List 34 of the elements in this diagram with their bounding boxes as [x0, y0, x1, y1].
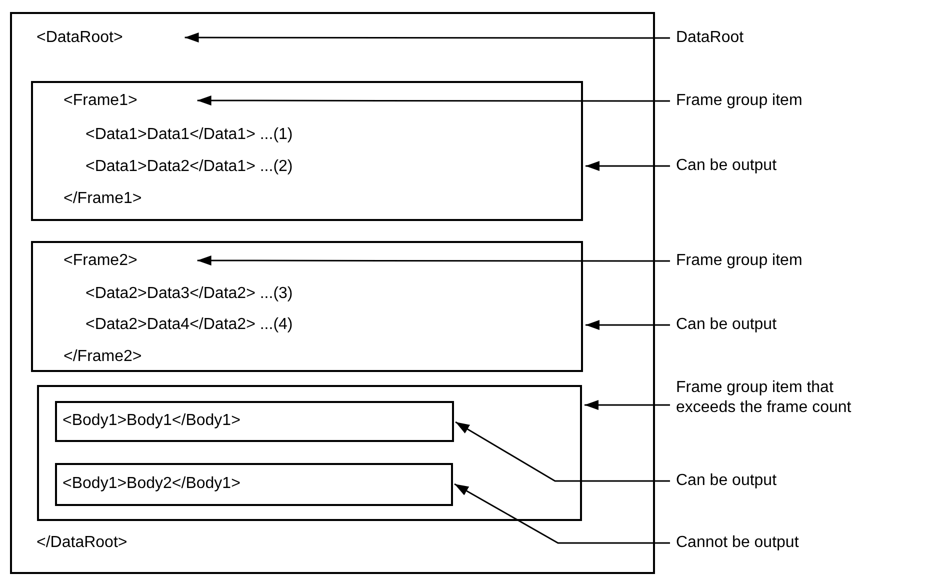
callout-text: Frame group item	[676, 91, 836, 111]
element-text: <Body1>Body1</Body1>	[62, 412, 240, 430]
arrow	[584, 400, 670, 410]
callout-text: Cannot be output	[676, 533, 836, 553]
frame-element-box	[30, 240, 582, 372]
arrow	[455, 421, 670, 482]
arrow	[586, 161, 670, 171]
tag-text: </Frame2>	[64, 348, 142, 366]
arrow	[197, 96, 670, 106]
body-element-box	[54, 400, 454, 442]
callout-text: Can be output	[676, 471, 836, 491]
tag-text: </DataRoot>	[36, 534, 128, 552]
tag-text: </Frame1>	[64, 190, 142, 208]
element-text: <Body1>Body2</Body1>	[62, 474, 240, 492]
callout-text: Can be output	[676, 156, 836, 176]
element-text: <Data1>Data1</Data1> ...(1)	[86, 126, 293, 144]
callout-text: DataRoot	[676, 28, 796, 48]
element-text: <Data1>Data2</Data1> ...(2)	[86, 158, 293, 176]
frame-element-box	[30, 80, 582, 220]
body-element-box	[54, 462, 452, 506]
tag-text: <DataRoot>	[36, 28, 123, 48]
tag-text: <Frame2>	[64, 250, 138, 270]
callout-text: Frame group item that exceeds the frame count	[676, 378, 881, 418]
callout-text: Can be output	[676, 315, 836, 335]
element-text: <Data2>Data4</Data2> ...(4)	[86, 316, 293, 334]
arrow	[454, 483, 670, 544]
root-element-box	[10, 12, 655, 574]
arrow	[197, 256, 670, 266]
tag-text: <Frame1>	[64, 90, 138, 110]
callout-text: Frame group item	[676, 251, 836, 271]
arrow	[586, 320, 670, 330]
arrow	[184, 32, 670, 43]
group-box	[36, 384, 582, 520]
element-text: <Data2>Data3</Data2> ...(3)	[86, 284, 293, 302]
